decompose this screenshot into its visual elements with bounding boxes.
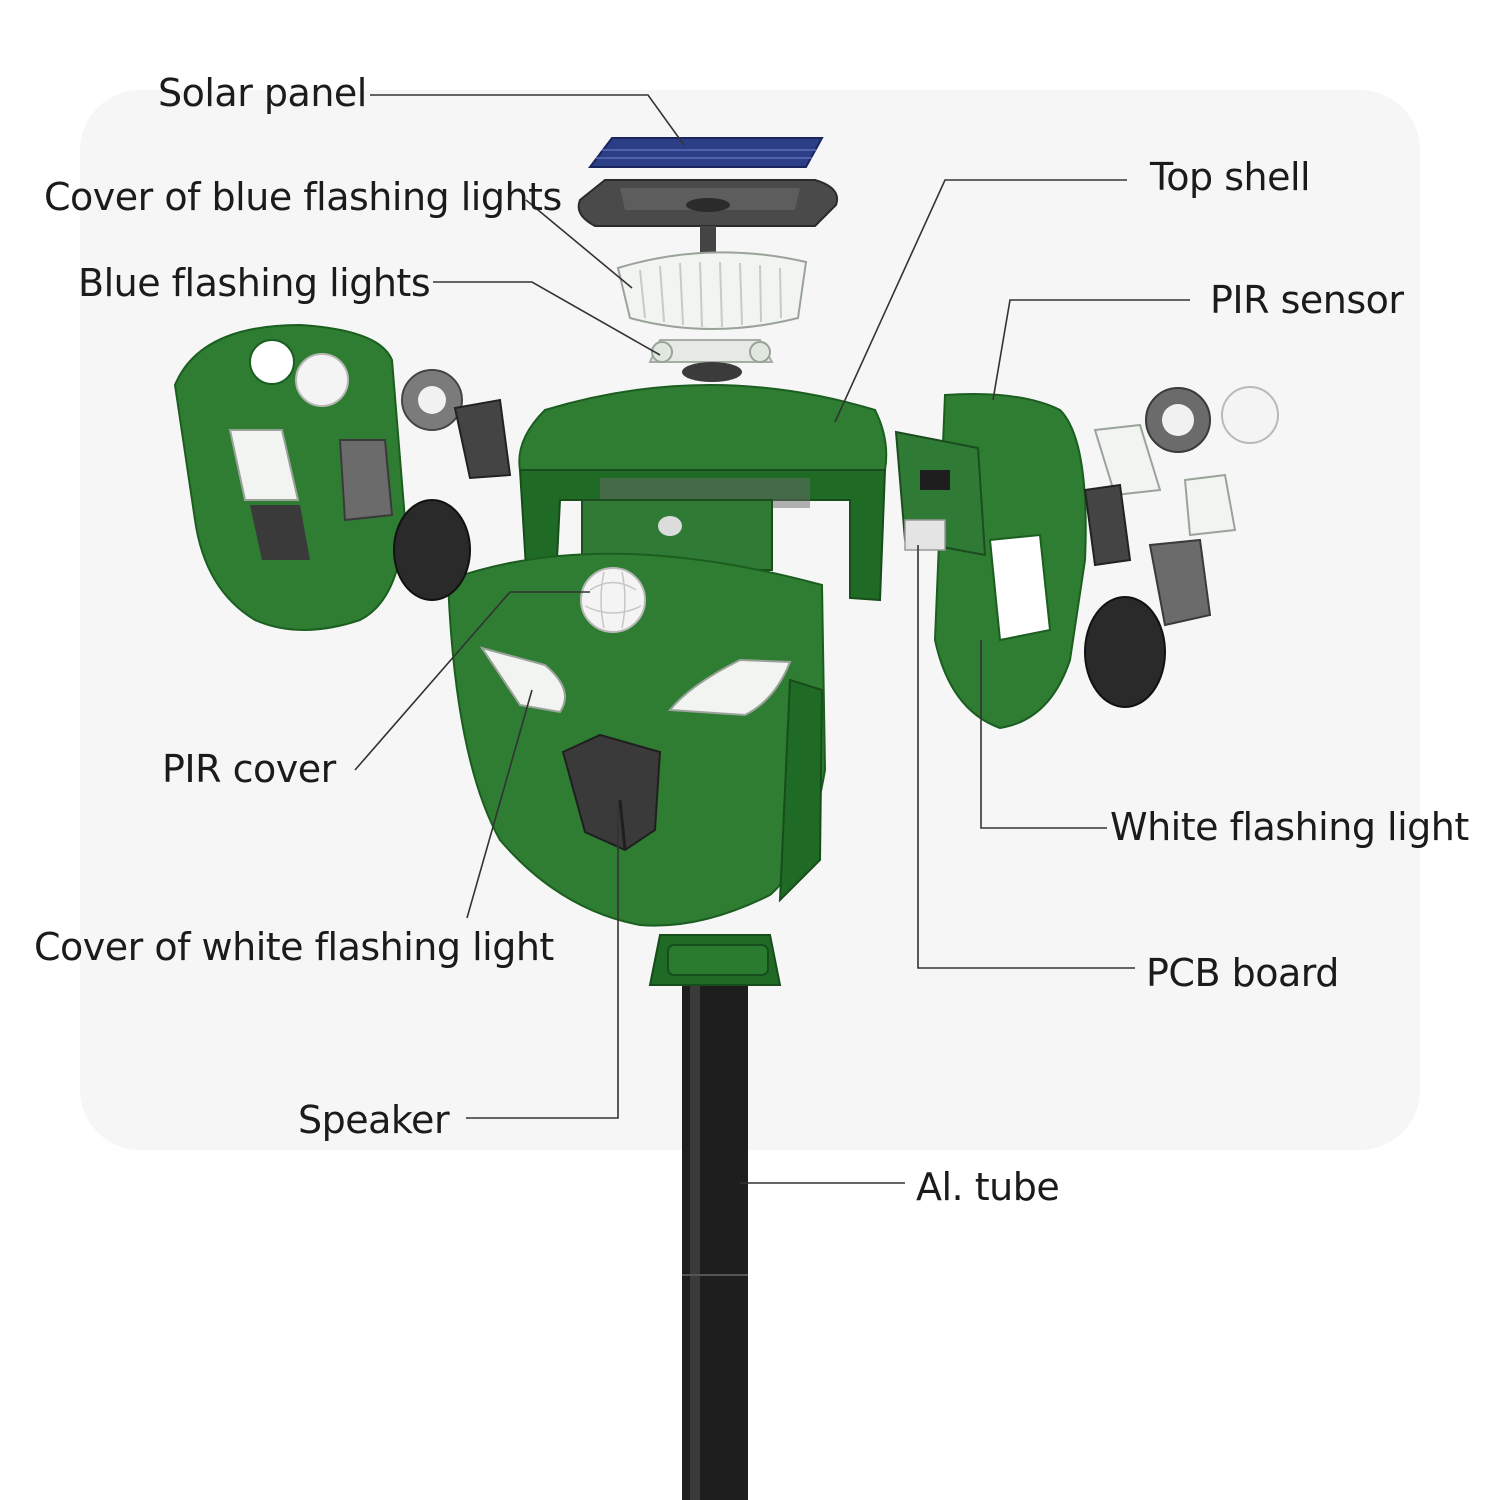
label-al-tube: Al. tube xyxy=(916,1165,1059,1209)
label-cover-blue-lights: Cover of blue flashing lights xyxy=(44,175,562,219)
label-pcb-board: PCB board xyxy=(1146,951,1339,995)
label-pir-cover: PIR cover xyxy=(162,747,337,791)
label-blue-lights: Blue flashing lights xyxy=(78,261,430,305)
label-white-light: White flashing light xyxy=(1110,805,1469,849)
solar-panel-part xyxy=(590,138,822,167)
label-solar-panel: Solar panel xyxy=(158,71,367,115)
label-pir-sensor: PIR sensor xyxy=(1210,278,1404,322)
label-top-shell: Top shell xyxy=(1149,155,1310,199)
blue-light-cover-part xyxy=(618,252,806,329)
label-speaker: Speaker xyxy=(298,1098,450,1142)
label-cover-white-light: Cover of white flashing light xyxy=(34,925,554,969)
